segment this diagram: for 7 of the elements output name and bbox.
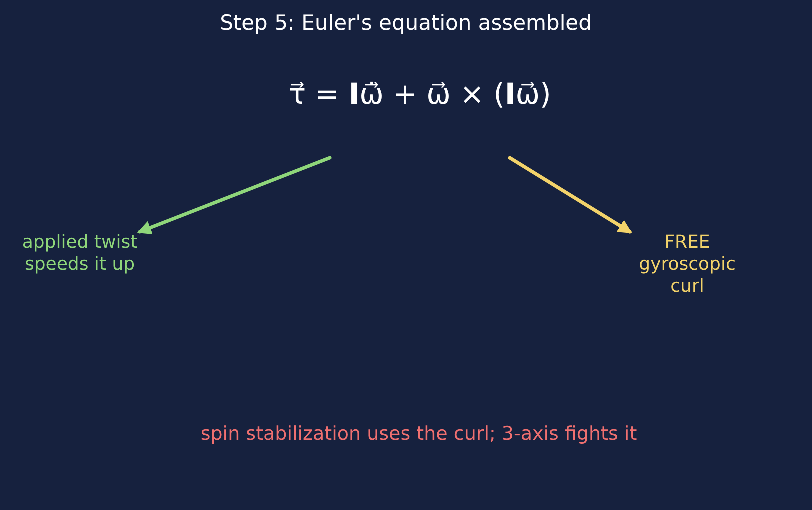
annotation-text: FREE gyroscopic curl (638, 232, 737, 298)
arrow (137, 156, 332, 234)
note: spin stabilization uses the curl; 3-axis fights it (200, 423, 638, 445)
title: Step 5: Euler's equation assembled (219, 11, 593, 35)
arrow (508, 156, 632, 234)
annotation-text: applied twist speeds it up (21, 232, 139, 276)
equation-text: τ⃗ = Iω⃗̇ + ω⃗ × (Iω⃗) (288, 76, 552, 113)
